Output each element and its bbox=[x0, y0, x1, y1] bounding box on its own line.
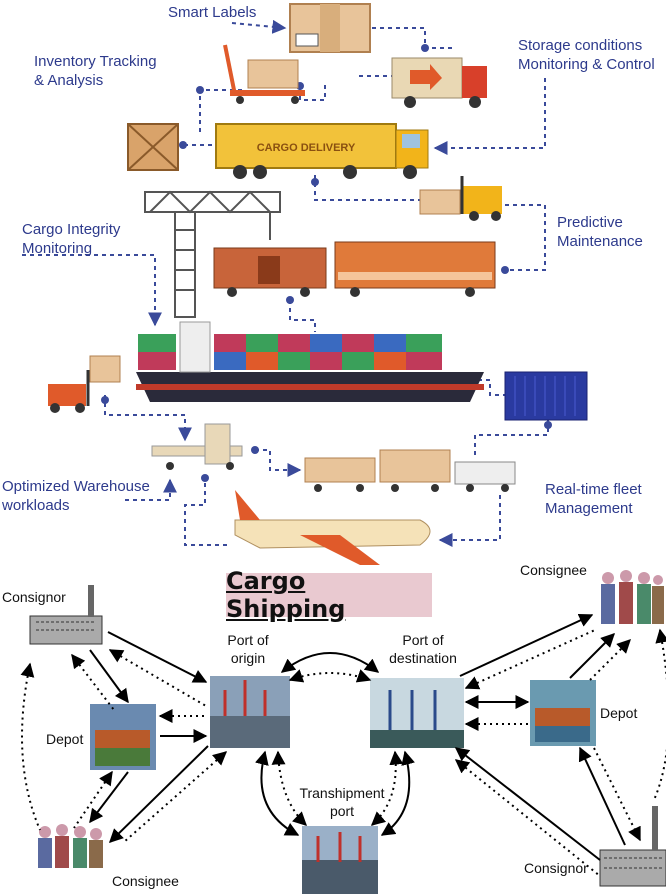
label-inventory-line1: Inventory Tracking bbox=[34, 53, 157, 70]
wooden-crate-icon bbox=[127, 123, 179, 171]
consignor-factory-right-icon bbox=[599, 806, 666, 887]
delivery-truck-icon bbox=[391, 57, 487, 108]
label-fleet-line1: Real-time fleet bbox=[545, 481, 642, 498]
truck-text: CARGO DELIVERY bbox=[257, 142, 356, 154]
crane-icon bbox=[144, 190, 281, 318]
dotted-flow-lines bbox=[22, 19, 549, 547]
label-consignor-top: Consignor bbox=[2, 589, 66, 605]
label-consignee-bottom: Consignee bbox=[112, 873, 179, 889]
ship-containers bbox=[138, 334, 442, 370]
label-consignee-top: Consignee bbox=[520, 562, 587, 578]
depot-left-photo bbox=[90, 704, 156, 770]
consignee-crowd-left-icon bbox=[38, 824, 103, 868]
label-port-origin-line2: origin bbox=[230, 650, 266, 666]
consignor-factory-left-icon bbox=[29, 585, 103, 645]
container-ship-icon bbox=[136, 321, 484, 402]
consignee-crowd-right-icon bbox=[601, 570, 664, 624]
pallet-jack-icon bbox=[223, 44, 305, 104]
label-fleet-line2: Management bbox=[545, 500, 633, 517]
label-smart-labels: Smart Labels bbox=[168, 4, 257, 21]
dotted-flow-arrows bbox=[20, 628, 666, 877]
section-title-text: Cargo Shipping bbox=[226, 567, 346, 623]
label-warehouse-line2: workloads bbox=[2, 497, 70, 514]
transhipment-port-photo bbox=[302, 826, 378, 894]
forklift-icon bbox=[419, 176, 502, 221]
label-port-destination-line2: destination bbox=[389, 650, 457, 666]
section-title: Cargo Shipping bbox=[226, 567, 432, 623]
cargo-airplane-icon bbox=[234, 490, 431, 565]
label-cargo-integrity-line1: Cargo Integrity bbox=[22, 221, 121, 238]
label-predictive-line1: Predictive bbox=[557, 214, 623, 231]
label-warehouse-line1: Optimized Warehouse bbox=[2, 478, 150, 495]
label-storage-line2: Monitoring & Control bbox=[518, 56, 655, 73]
label-consignor-bottom: Consignor bbox=[524, 860, 588, 876]
label-port-destination-line1: Port of bbox=[402, 632, 444, 648]
baggage-train-icon bbox=[304, 449, 516, 492]
label-transhipment-line1: Transhipment bbox=[299, 785, 385, 801]
depot-right-photo bbox=[530, 680, 596, 746]
label-depot-right: Depot bbox=[600, 705, 638, 721]
label-storage-line1: Storage conditions bbox=[518, 37, 643, 54]
freight-train-icon bbox=[213, 241, 496, 297]
warehouse-loader-icon bbox=[151, 423, 243, 470]
shipping-container-icon bbox=[504, 371, 588, 421]
cargo-delivery-truck-icon: CARGO DELIVERY bbox=[215, 123, 429, 179]
label-inventory-line2: & Analysis bbox=[34, 72, 104, 89]
solid-flow-arrows bbox=[89, 613, 626, 861]
label-depot-left: Depot bbox=[46, 731, 84, 747]
label-transhipment-line2: port bbox=[329, 803, 355, 819]
small-forklift-icon bbox=[48, 355, 121, 413]
label-cargo-integrity-line2: Monitoring bbox=[22, 240, 93, 257]
label-port-origin-line1: Port of bbox=[227, 632, 269, 648]
label-predictive-line2: Maintenance bbox=[557, 233, 643, 250]
port-of-destination-photo bbox=[370, 678, 464, 748]
port-of-origin-photo bbox=[210, 676, 290, 748]
smart-label-box-icon bbox=[289, 3, 371, 53]
